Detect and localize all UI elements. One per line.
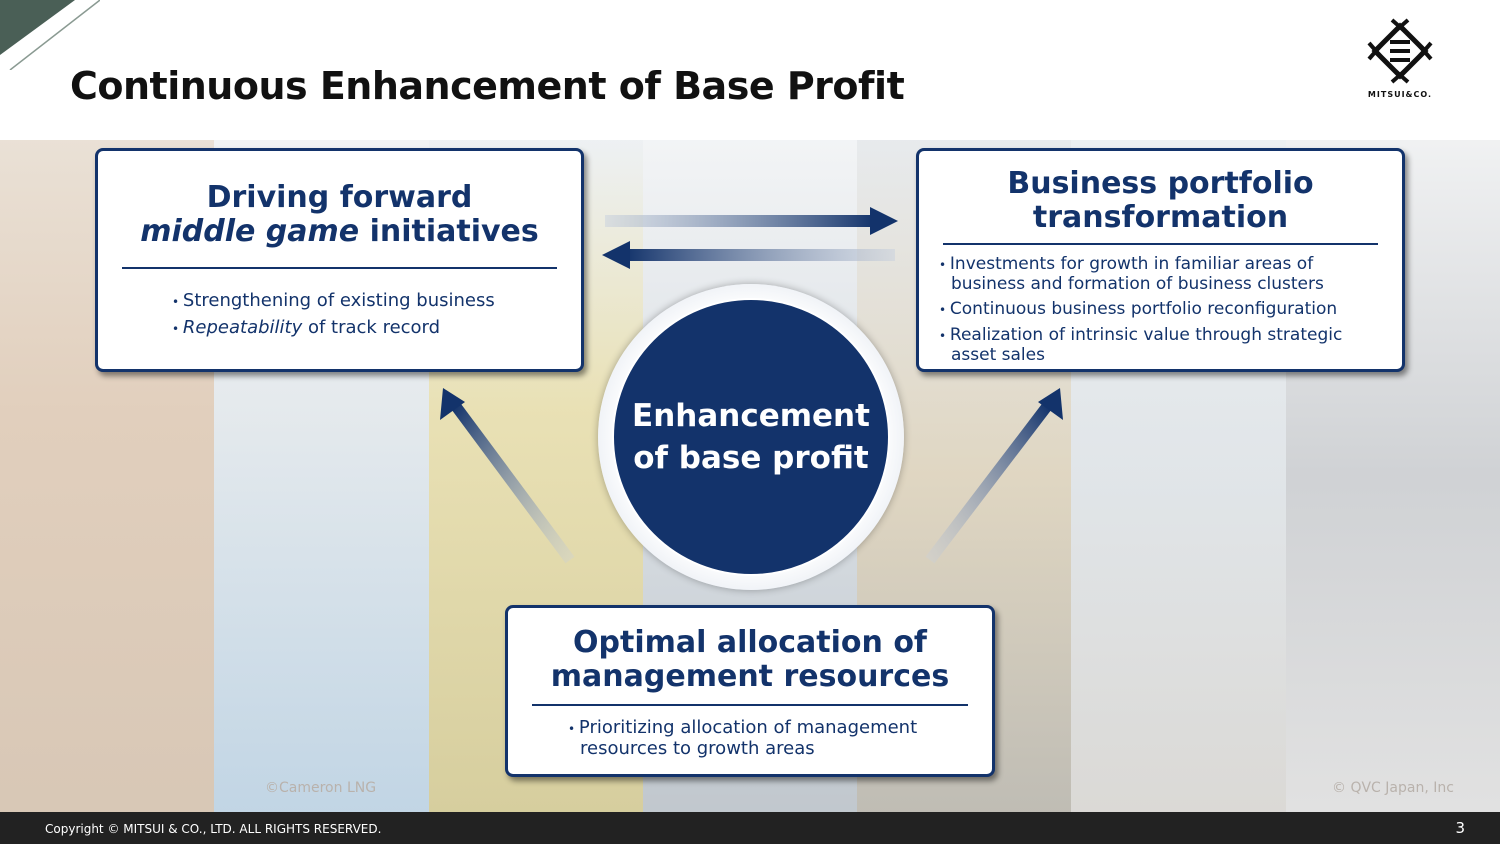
bullet: Repeatability of track record (172, 318, 557, 339)
title-line1: Optimal allocation of (573, 625, 927, 660)
copyright: Copyright © MITSUI & CO., LTD. ALL RIGHT… (45, 822, 382, 836)
bullet: Strengthening of existing business (172, 291, 557, 312)
center-line2: of base profit (633, 440, 869, 476)
title-line2: management resources (550, 659, 950, 694)
center-line1: Enhancement (632, 398, 870, 434)
title-italic: middle game (140, 214, 360, 249)
arrow-right (605, 207, 898, 235)
bullet: Prioritizing allocation of management re… (568, 718, 968, 759)
title-line1: Business portfolio (1007, 166, 1314, 201)
arrow-up-left (440, 388, 575, 564)
arrow-left (602, 241, 895, 269)
bullet: Continuous business portfolio reconfigur… (939, 300, 1392, 320)
logo-text: MITSUI&CO. (1367, 90, 1433, 99)
bullet-text: of track record (302, 317, 441, 338)
bullet: Investments for growth in familiar areas… (939, 255, 1392, 294)
center-circle: Enhancement of base profit (612, 298, 890, 576)
photo-credit-right: © QVC Japan, Inc (1332, 780, 1454, 796)
title-line1: Driving forward (206, 180, 473, 215)
page-title: Continuous Enhancement of Base Profit (70, 64, 905, 108)
corner-decoration (0, 0, 100, 70)
mitsui-logo-icon (1367, 18, 1433, 84)
title-line2: transformation (1032, 200, 1289, 235)
page-number: 3 (1455, 819, 1465, 837)
bullet: Realization of intrinsic value through s… (939, 326, 1392, 365)
photo-credit-left: ©Cameron LNG (265, 780, 377, 796)
footer: Copyright © MITSUI & CO., LTD. ALL RIGHT… (0, 812, 1500, 844)
title-rest: initiatives (359, 214, 539, 249)
mitsui-logo: MITSUI&CO. (1360, 18, 1440, 99)
arrow-up-right (925, 388, 1063, 564)
bullet-text: Strengthening of existing business (182, 290, 495, 311)
bullet-italic: Repeatability (182, 317, 303, 338)
